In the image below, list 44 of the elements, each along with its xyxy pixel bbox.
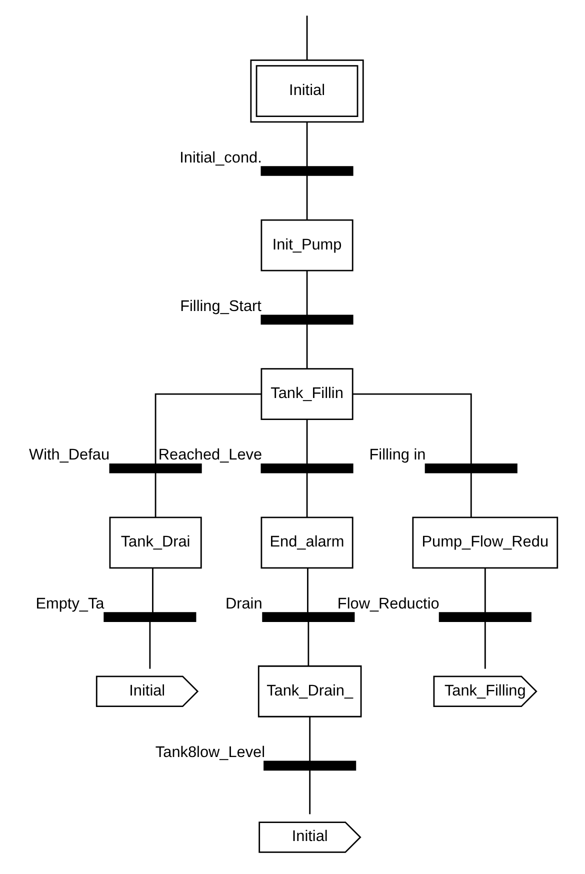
node-box: Tank_Fillin (260, 368, 353, 420)
node-bar (260, 166, 353, 176)
node-box: Tank_Drain_ (257, 665, 362, 718)
connector (308, 770, 310, 814)
node-box: Tank_Drai (108, 516, 202, 569)
connector (306, 270, 308, 316)
connector (308, 716, 310, 762)
connector (306, 420, 308, 464)
connector (154, 393, 261, 464)
node-label: Filling_Start (180, 298, 261, 315)
node-box: Initial (250, 60, 364, 123)
node-label: Tank8low_Level (154, 744, 265, 762)
node-bar (260, 314, 353, 325)
connector (306, 16, 308, 60)
connector (306, 324, 308, 369)
connector (484, 568, 486, 612)
connector (306, 175, 308, 220)
node-box: Init_Pump (260, 219, 353, 272)
node-label: With_Defau (28, 446, 110, 464)
connector (306, 568, 308, 612)
node-bar (263, 760, 356, 771)
connector (154, 472, 156, 518)
node-bar (438, 612, 531, 622)
connector (352, 393, 472, 464)
node-label: Initial_cond. (179, 149, 262, 166)
connector (307, 621, 309, 666)
node-label: Drain (224, 595, 262, 612)
node-bar (262, 612, 354, 622)
node-label: Reached_Leve (158, 446, 262, 464)
node-bar (260, 463, 353, 474)
node-box: Pump_Flow_Redu (412, 516, 558, 569)
node-label: Empty_Ta (35, 595, 104, 612)
node-bar (108, 463, 202, 474)
connector (306, 122, 308, 167)
connector (152, 568, 153, 612)
node-bar (103, 612, 196, 622)
node-label: Flow_Reductio (336, 595, 439, 612)
connector (484, 621, 486, 669)
connector (470, 472, 472, 518)
node-box: End_alarm (260, 516, 353, 569)
connector (148, 621, 150, 669)
node-label: Filling in (368, 446, 426, 464)
connector (306, 472, 308, 518)
node-bar (424, 463, 517, 474)
